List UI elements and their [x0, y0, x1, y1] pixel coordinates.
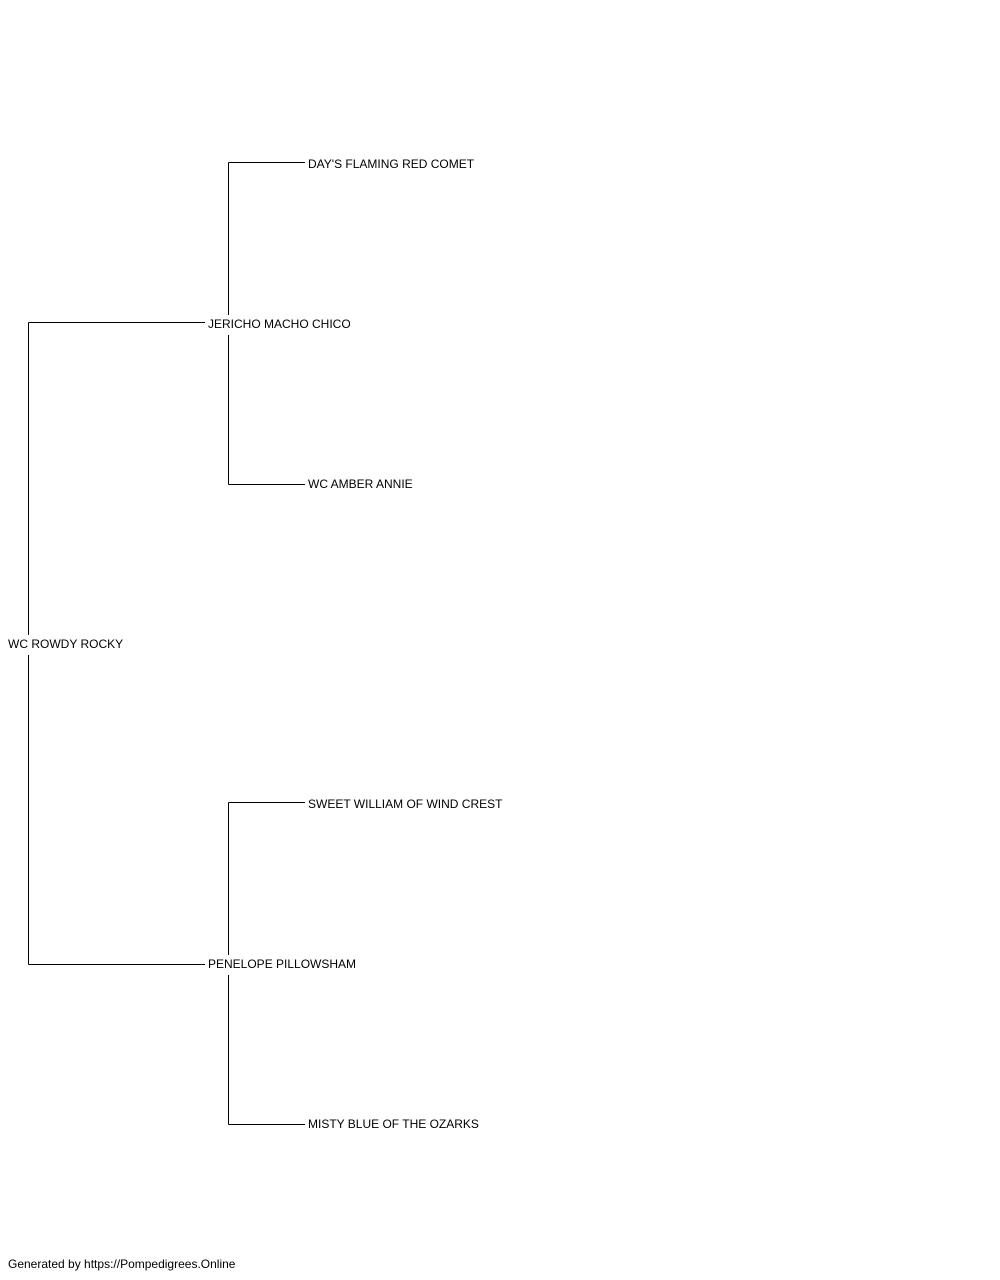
dam-sire-name: SWEET WILLIAM OF WIND CREST	[308, 797, 503, 811]
subject-name: WC ROWDY ROCKY	[8, 637, 124, 651]
dam-dam-name: MISTY BLUE OF THE OZARKS	[308, 1117, 479, 1131]
dam-name: PENELOPE PILLOWSHAM	[208, 957, 357, 971]
sire-name: JERICHO MACHO CHICO	[208, 317, 351, 331]
generated-by-footer: Generated by https://Pompedigrees.Online	[8, 1257, 236, 1271]
sire-dam-name: WC AMBER ANNIE	[308, 477, 413, 491]
sire-sire-name: DAY'S FLAMING RED COMET	[308, 157, 475, 171]
